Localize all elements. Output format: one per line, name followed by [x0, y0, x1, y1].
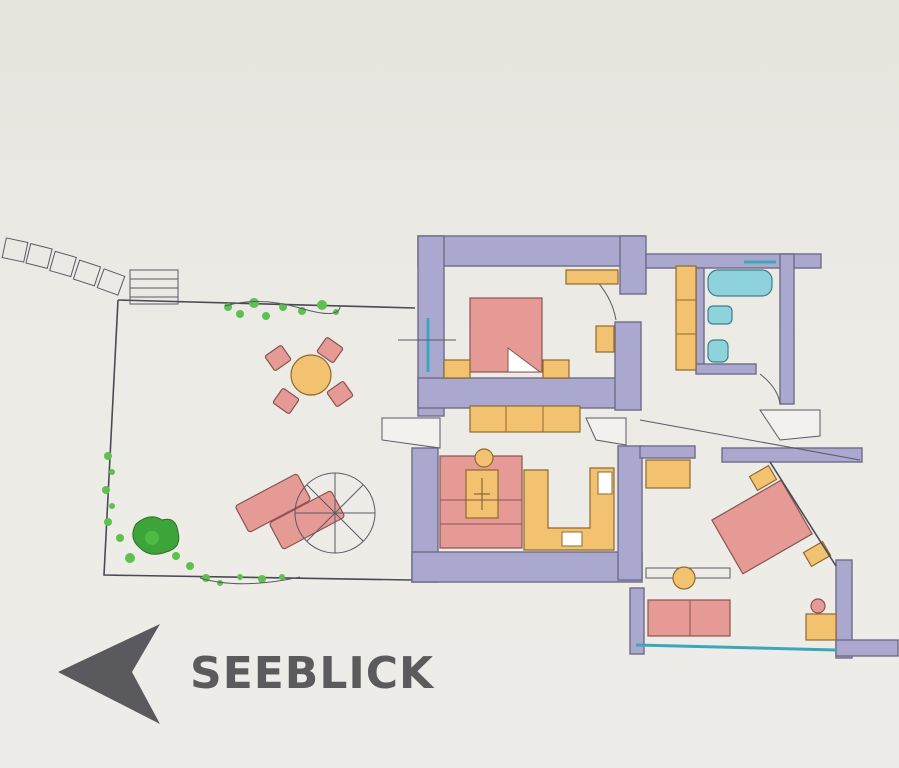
living-kitchen [439, 448, 615, 551]
hedge-top [224, 298, 341, 320]
hedge-bottom [199, 574, 301, 586]
windows [426, 260, 837, 652]
bedroom-2 [645, 459, 837, 641]
hedge-left [102, 452, 194, 570]
hallway [381, 275, 861, 461]
terrace-dining-set [264, 337, 354, 414]
seeblick-label: SEEBLICK [190, 648, 435, 699]
exterior-walls [411, 235, 899, 659]
arrow-left-icon [58, 624, 160, 724]
bedroom-1 [398, 269, 619, 433]
parasol [294, 472, 376, 554]
sun-loungers [235, 473, 345, 550]
plant-icon [132, 516, 180, 555]
stepping-stones [1, 237, 126, 296]
bathroom [675, 265, 773, 371]
terrace-outline [103, 299, 416, 581]
terrace-stairs [129, 269, 179, 305]
